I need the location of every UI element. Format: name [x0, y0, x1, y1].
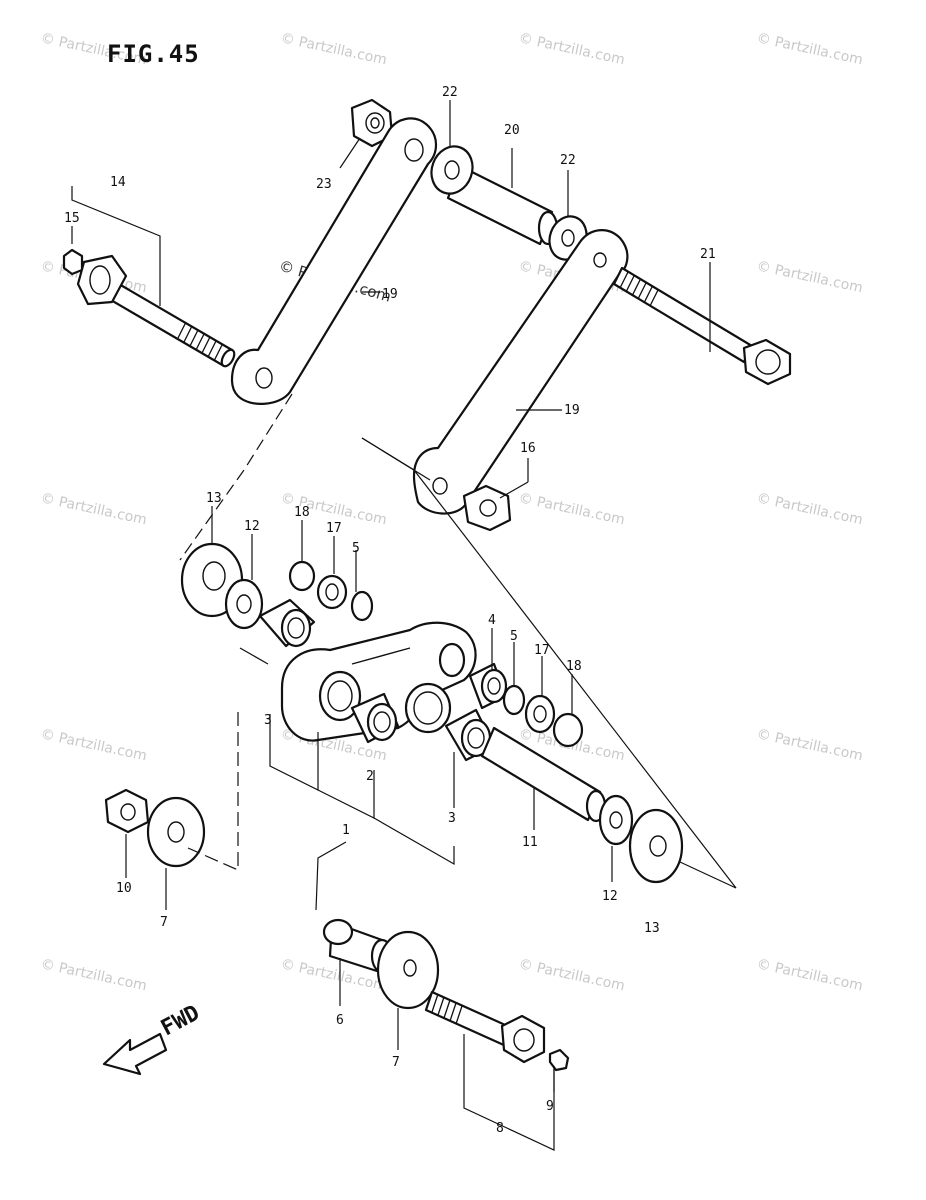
callout-10: 10 — [116, 881, 132, 896]
callout-13-right: 13 — [644, 921, 660, 936]
nut-10 — [104, 788, 150, 834]
snap-ring-5-right — [502, 684, 526, 716]
bearing-2 — [350, 692, 400, 744]
grease-nipple-15-shape — [62, 248, 84, 276]
callout-18-left: 18 — [294, 505, 310, 520]
callout-23: 23 — [316, 177, 332, 192]
bolt-14 — [62, 248, 236, 368]
watermark: © Partzilla.com — [517, 490, 626, 528]
watermark: © Partzilla.com — [755, 956, 864, 994]
fwd-indicator: FWD — [102, 1001, 204, 1076]
callout-22-mid: 22 — [560, 153, 576, 168]
bushing-4 — [468, 662, 508, 710]
washer-12-right — [598, 794, 634, 846]
callout-19-left: 19 — [382, 287, 398, 302]
snap-ring-5-left — [350, 590, 374, 622]
callout-16: 16 — [520, 441, 536, 456]
watermark: © Partzilla.com — [755, 726, 864, 764]
watermark: © Partzilla.com — [517, 30, 626, 68]
bolt-8 — [424, 990, 546, 1064]
callout-18-right: 18 — [566, 659, 582, 674]
watermark: © Partzilla.com — [517, 956, 626, 994]
callout-8: 8 — [496, 1121, 504, 1136]
cushion-rod-19-right — [412, 229, 629, 515]
callout-6: 6 — [336, 1013, 344, 1028]
callout-5-left: 5 — [352, 541, 360, 556]
forward-arrow-icon — [102, 1032, 168, 1076]
callout-1: 1 — [342, 823, 350, 838]
callout-20: 20 — [504, 123, 520, 138]
callout-5-right: 5 — [510, 629, 518, 644]
grease-nipple-9 — [548, 1048, 570, 1072]
callout-labels: 14 15 23 22 20 22 21 19 19 16 13 12 18 1… — [64, 85, 716, 1136]
callout-12-left: 12 — [244, 519, 260, 534]
callout-3-left: 3 — [264, 713, 272, 728]
cushion-lever-1 — [280, 621, 477, 742]
bushing-17-right — [524, 694, 556, 734]
callout-14: 14 — [110, 175, 126, 190]
watermark: © Partzilla.com — [39, 726, 148, 764]
watermark: © Partzilla.com — [39, 956, 148, 994]
watermark: © Partzilla.com — [755, 490, 864, 528]
fwd-label: FWD — [157, 1001, 204, 1042]
spacer-18-right — [552, 712, 584, 748]
dust-seal-13-right — [628, 808, 684, 884]
callout-21: 21 — [700, 247, 716, 262]
washer-22-top — [430, 145, 474, 195]
cushion-rod-19-left — [230, 117, 438, 405]
callout-9: 9 — [546, 1099, 554, 1114]
dust-seal-7-bottom — [376, 930, 440, 1010]
callout-3-right: 3 — [448, 811, 456, 826]
callout-7-left: 7 — [160, 915, 168, 930]
callout-15: 15 — [64, 211, 80, 226]
bushing-17-left — [316, 574, 348, 610]
bearing-3-upper-left — [258, 598, 316, 648]
callout-12-right: 12 — [602, 889, 618, 904]
callout-13-left: 13 — [206, 491, 222, 506]
callout-22-top: 22 — [442, 85, 458, 100]
watermark: © Partzilla.com — [755, 258, 864, 296]
callout-4: 4 — [488, 613, 496, 628]
figure-title: FIG.45 — [107, 40, 200, 68]
nut-16 — [462, 484, 512, 532]
spacer-18-left — [288, 560, 316, 592]
bolt-21 — [612, 266, 792, 386]
callout-7-bottom: 7 — [392, 1055, 400, 1070]
watermark: © Partzilla.com — [279, 30, 388, 68]
callout-17-left: 17 — [326, 521, 342, 536]
dust-seal-7-left — [146, 796, 206, 868]
watermark: © Partzilla.com — [755, 30, 864, 68]
callout-11: 11 — [522, 835, 538, 850]
callout-17-right: 17 — [534, 643, 550, 658]
collar-boss — [404, 682, 452, 734]
callout-2: 2 — [366, 769, 374, 784]
watermark: © Partzilla.com — [39, 490, 148, 528]
washer-12-left — [224, 578, 264, 630]
callout-19-right: 19 — [564, 403, 580, 418]
leader-lines — [71, 100, 737, 1151]
